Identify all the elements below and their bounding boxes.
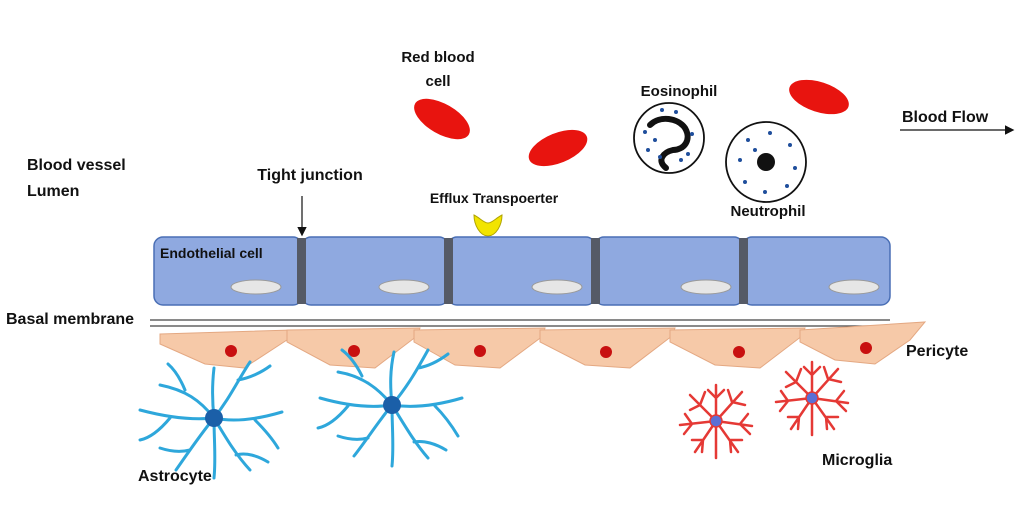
red-blood-cell-label-line2: cell <box>425 73 450 90</box>
blood-flow-label: Blood Flow <box>902 109 989 126</box>
red-blood-cell <box>414 98 470 140</box>
pericyte-nucleus <box>860 342 872 354</box>
pericyte-nucleus <box>600 346 612 358</box>
endothelial-nucleus <box>828 279 880 295</box>
endothelial-cell <box>594 236 744 306</box>
basal-membrane-label: Basal membrane <box>6 311 134 328</box>
efflux-transporter-icon <box>473 214 503 237</box>
endothelial-layer <box>153 236 891 306</box>
basal-membrane <box>150 319 890 327</box>
vessel-lumen-label-line1: Blood vessel <box>27 157 126 174</box>
red-blood-cell-label-line1: Red blood <box>401 49 474 66</box>
neutrophil-label: Neutrophil <box>731 203 806 220</box>
tight-junction <box>591 238 600 304</box>
neutrophil <box>725 121 807 203</box>
pericyte-label: Pericyte <box>906 343 968 360</box>
pericyte-nucleus <box>733 346 745 358</box>
tight-junction-label: Tight junction <box>257 167 362 184</box>
astrocyte-nucleus <box>383 396 401 414</box>
endothelial-cell <box>301 236 449 306</box>
microglia-nucleus <box>709 414 723 428</box>
endothelial-cell <box>447 236 596 306</box>
efflux-transporter-label: Efflux Transpoerter <box>430 190 559 206</box>
red-blood-cell <box>528 129 588 167</box>
microglia-label: Microglia <box>822 452 892 469</box>
endothelial-nucleus <box>230 279 282 295</box>
pericyte-nucleus <box>225 345 237 357</box>
astrocyte-label: Astrocyte <box>138 468 212 485</box>
endothelial-cell-label: Endothelial cell <box>160 245 263 261</box>
astrocyte-nucleus <box>205 409 223 427</box>
endothelial-nucleus <box>378 279 430 295</box>
vessel-lumen-label-line2: Lumen <box>27 183 79 200</box>
red-blood-cell <box>789 79 849 115</box>
eosinophil-label: Eosinophil <box>641 83 718 100</box>
tight-junction <box>739 238 748 304</box>
endothelial-cell <box>742 236 891 306</box>
tight-junction <box>297 238 306 304</box>
pericytes <box>159 321 927 369</box>
tight-junction <box>444 238 453 304</box>
microglia-nucleus <box>805 391 819 405</box>
pericyte-nucleus <box>474 345 486 357</box>
endothelial-nucleus <box>680 279 732 295</box>
pericyte <box>799 321 927 365</box>
endothelial-nucleus <box>531 279 583 295</box>
eosinophil <box>633 102 705 174</box>
pericyte-nucleus <box>348 345 360 357</box>
red-blood-cells <box>414 79 849 167</box>
